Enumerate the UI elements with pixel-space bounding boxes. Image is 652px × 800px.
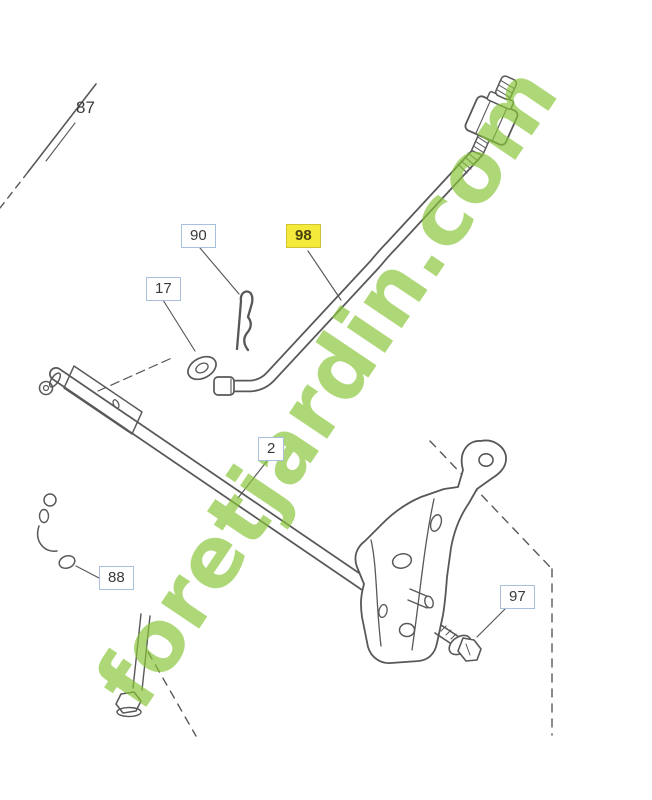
bottom-left-partial-parts	[115, 613, 151, 718]
callout-87: 87	[76, 98, 95, 117]
washer-17	[187, 355, 217, 381]
part-87-lines	[0, 83, 97, 209]
callout-88[interactable]: 88	[99, 566, 134, 590]
left-partial-parts	[37, 493, 76, 570]
cotter-pin-90	[235, 290, 254, 352]
rod-part-98	[213, 75, 519, 396]
bracket-plate	[354, 439, 507, 664]
callout-17[interactable]: 17	[146, 277, 181, 301]
callout-2[interactable]: 2	[258, 437, 285, 461]
leader-lines	[75, 247, 508, 638]
callout-90[interactable]: 90	[181, 224, 216, 248]
callout-98-highlighted[interactable]: 98	[286, 224, 321, 248]
boundary-dashed-right	[429, 440, 553, 736]
bolt-97	[434, 624, 482, 662]
boundary-dashed-bottom	[147, 651, 197, 737]
alignment-line	[97, 356, 175, 392]
callout-97[interactable]: 97	[500, 585, 535, 609]
